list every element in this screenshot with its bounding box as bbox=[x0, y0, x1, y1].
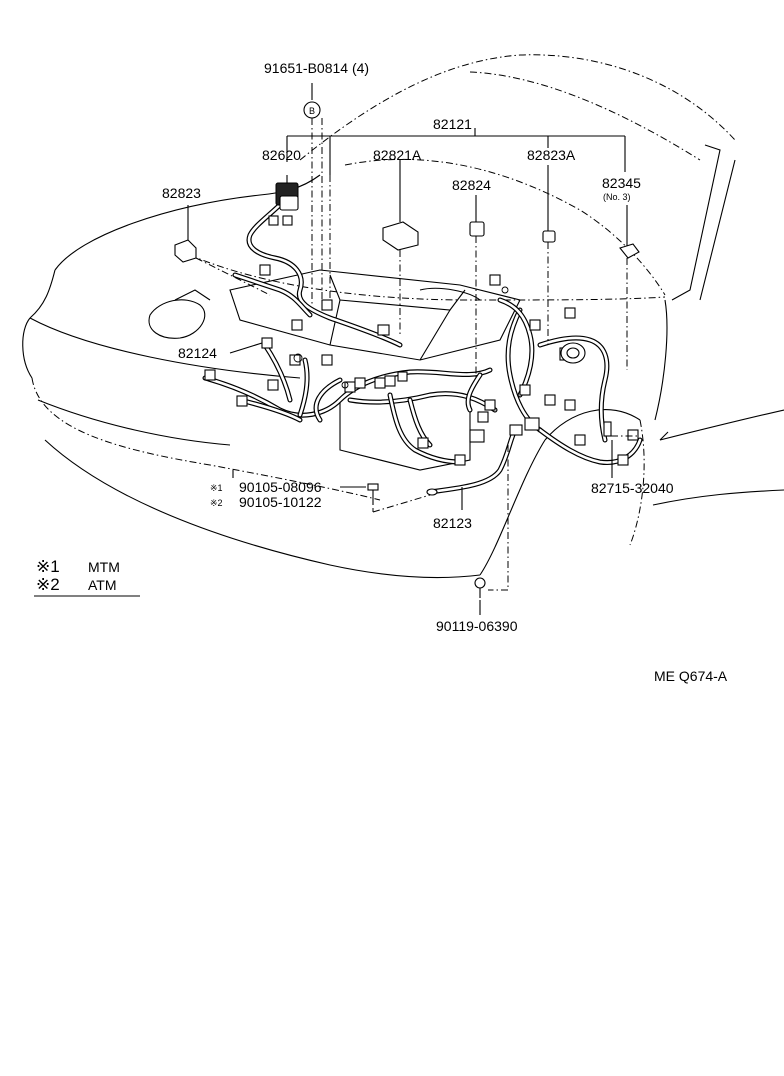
label-91651: 91651-B0814 (4) bbox=[264, 60, 369, 76]
label-82345: 82345 bbox=[602, 175, 641, 191]
legend-mark-1-inline: ※1 bbox=[210, 483, 223, 493]
part-labels: 91651-B0814 (4) 82121 82620 82821A 82823… bbox=[162, 60, 674, 634]
label-82121: 82121 bbox=[433, 116, 472, 132]
label-82824: 82824 bbox=[452, 177, 491, 193]
label-82823: 82823 bbox=[162, 185, 201, 201]
legend-mark-2-inline: ※2 bbox=[210, 498, 223, 508]
label-82715: 82715-32040 bbox=[591, 480, 674, 496]
label-90105-08096: 90105-08096 bbox=[239, 479, 322, 495]
wire-harnesses bbox=[202, 197, 643, 495]
label-90105-10122: 90105-10122 bbox=[239, 494, 322, 510]
connectors bbox=[174, 182, 640, 598]
connector-82821a-body bbox=[382, 221, 419, 251]
drawing-code: ME Q674-A bbox=[654, 668, 728, 684]
clamp-82715-body bbox=[603, 421, 612, 437]
legend-label-mtm: MTM bbox=[88, 559, 120, 575]
connector-82823a-body bbox=[542, 230, 556, 243]
label-82124: 82124 bbox=[178, 345, 217, 361]
callout-b: B bbox=[303, 101, 321, 119]
connector-82824-body bbox=[469, 221, 485, 237]
legend: ※1 MTM ※2 ATM bbox=[34, 557, 140, 597]
car-body-outline bbox=[22, 54, 784, 579]
label-82620: 82620 bbox=[262, 147, 301, 163]
leader-lines bbox=[187, 83, 640, 615]
legend-label-atm: ATM bbox=[88, 577, 117, 593]
label-82345-note: (No. 3) bbox=[603, 192, 631, 202]
label-82823a: 82823A bbox=[527, 147, 576, 163]
connector-82823-body bbox=[174, 239, 197, 263]
callout-b-letter: B bbox=[309, 106, 315, 116]
connector-82345-body bbox=[619, 243, 640, 259]
label-90119: 90119-06390 bbox=[436, 618, 518, 634]
label-82821a: 82821A bbox=[373, 147, 422, 163]
legend-mark-1: ※1 bbox=[36, 557, 60, 576]
bolt-90105-head bbox=[367, 483, 379, 491]
bolt-90119-head bbox=[474, 577, 486, 589]
label-82123: 82123 bbox=[433, 515, 472, 531]
legend-mark-2: ※2 bbox=[36, 575, 60, 594]
